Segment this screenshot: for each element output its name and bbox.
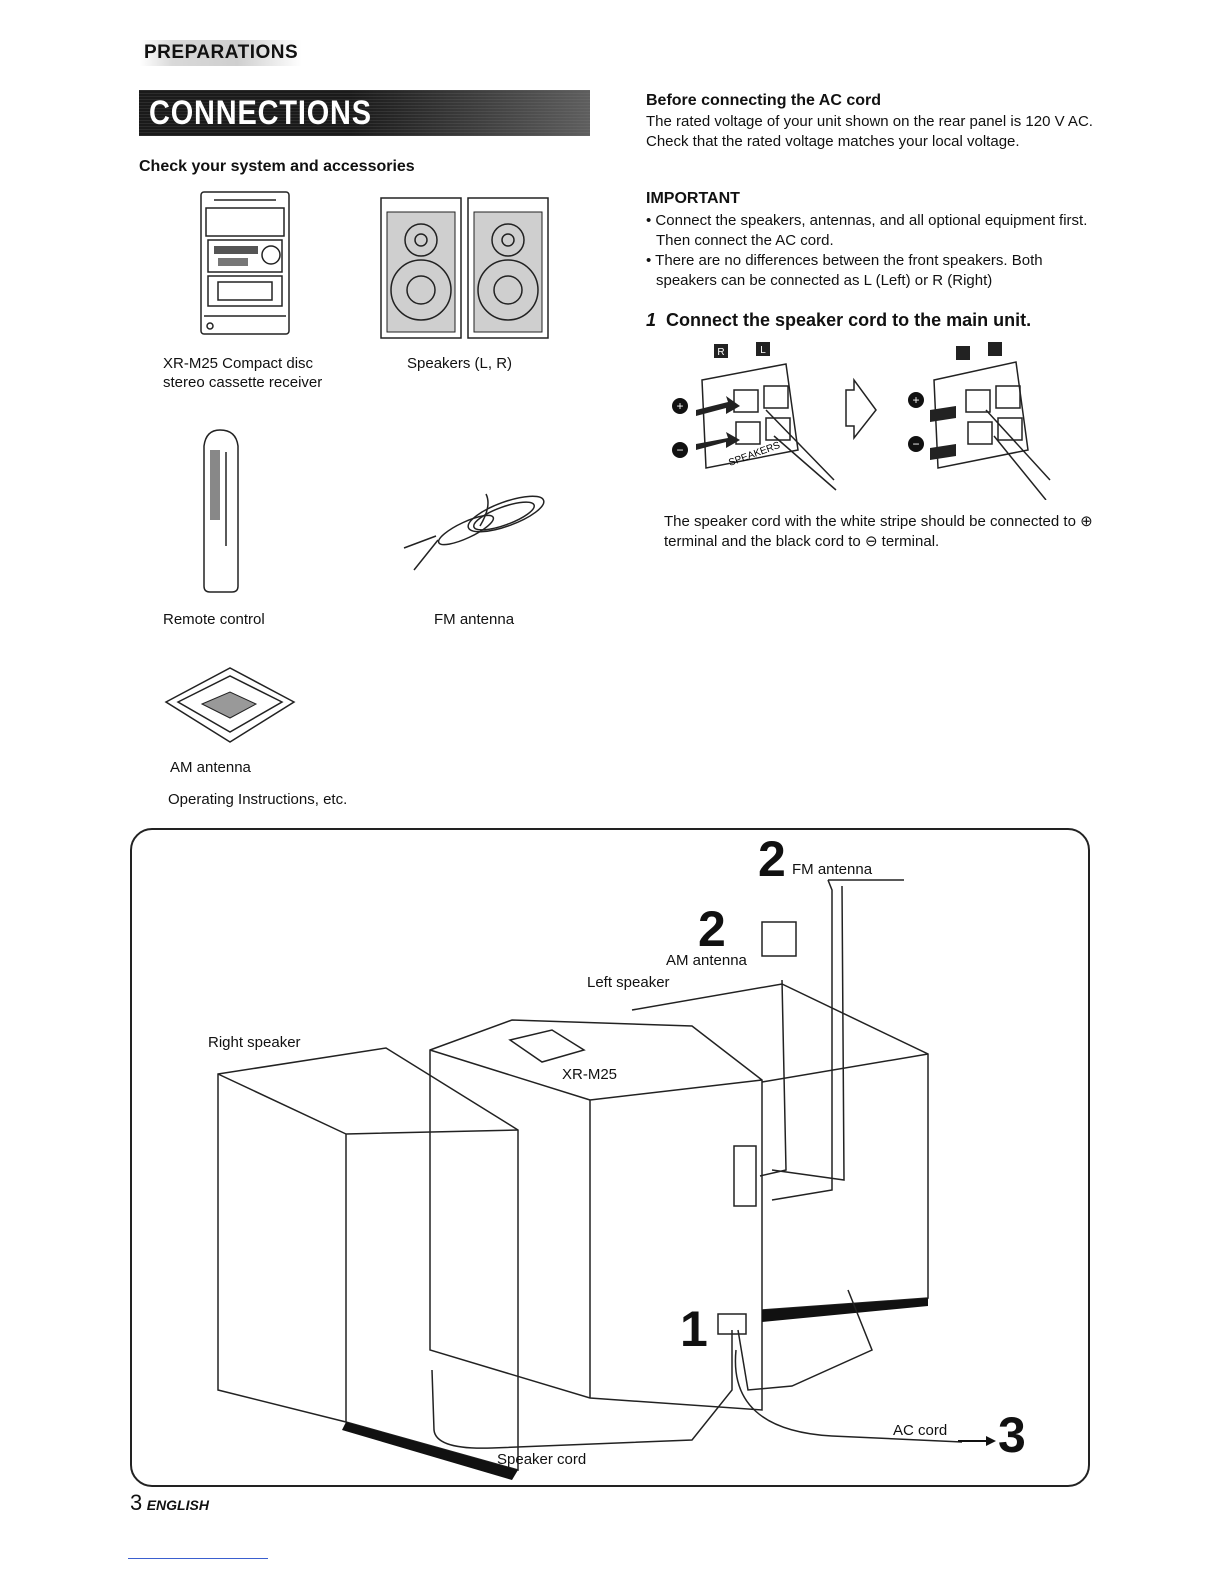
terminal-after: + −: [908, 342, 1051, 500]
left-speaker-label: Left speaker: [587, 974, 670, 991]
page-number: 3: [130, 1490, 143, 1515]
unit-label: XR-M25: [562, 1066, 618, 1083]
important-item-text: There are no differences between the fro…: [655, 252, 1043, 289]
caption-receiver: XR-M25 Compact disc stereo cassette rece…: [163, 355, 323, 391]
connection-diagram: [217, 879, 963, 1480]
section-label: PREPARATIONS: [140, 40, 303, 66]
fm-step-number: 2: [758, 831, 786, 887]
caption-instructions: Operating Instructions, etc.: [168, 791, 348, 808]
speakers-illustration: [380, 197, 549, 339]
am-antenna-label: AM antenna: [666, 952, 747, 969]
step1-note: The speaker cord with the white stripe s…: [664, 513, 1093, 550]
right-speaker-label: Right speaker: [208, 1034, 301, 1051]
caption-am-antenna: AM antenna: [170, 759, 251, 776]
svg-text:+: +: [912, 393, 919, 407]
page-footer: 3 ENGLISH: [130, 1490, 209, 1516]
ac-cord-heading: Before connecting the AC cord: [646, 92, 881, 109]
page-title: CONNECTIONS: [149, 94, 372, 132]
accessories-heading: Check your system and accessories: [139, 158, 415, 175]
ac-cord-label: AC cord: [893, 1422, 948, 1439]
ac-step-number: 3: [998, 1407, 1026, 1463]
caption-fm-antenna: FM antenna: [434, 611, 515, 628]
ac-cord-text: The rated voltage of your unit shown on …: [646, 113, 1093, 150]
important-list: • Connect the speakers, antennas, and al…: [646, 211, 1092, 291]
terminal-label-l: L: [760, 345, 766, 356]
caption-speakers: Speakers (L, R): [407, 355, 513, 372]
remote-illustration: [203, 429, 239, 593]
step1-number: 1: [646, 310, 657, 330]
terminal-label-r: R: [717, 347, 724, 358]
speaker-step-number: 1: [680, 1301, 708, 1357]
svg-text:+: +: [676, 399, 683, 413]
important-item-text: Connect the speakers, antennas, and all …: [655, 212, 1088, 249]
speaker-cord-label: Speaker cord: [497, 1451, 587, 1468]
language-label: ENGLISH: [146, 1497, 209, 1513]
step1-heading: 1 Connect the speaker cord to the main u…: [646, 310, 1031, 331]
important-item: • Connect the speakers, antennas, and al…: [646, 212, 1088, 249]
fm-antenna-label: FM antenna: [792, 861, 873, 878]
important-item: • There are no differences between the f…: [646, 252, 1043, 289]
caption-remote: Remote control: [163, 611, 265, 628]
am-step-number: 2: [698, 901, 726, 957]
svg-text:−: −: [676, 443, 683, 457]
banner-fade: [350, 90, 590, 136]
receiver-illustration: [200, 191, 290, 335]
fm-antenna-illustration: [403, 493, 545, 571]
terminal-illustration: R L + − SPEAKERS + −: [672, 342, 1051, 500]
arrow-right-icon: [958, 1436, 996, 1446]
connection-diagram-frame: [130, 828, 1090, 1487]
terminal-before: R L + − SPEAKERS: [672, 342, 837, 491]
svg-text:−: −: [912, 437, 919, 451]
step1-title: Connect the speaker cord to the main uni…: [666, 310, 1032, 330]
am-antenna-illustration: [164, 667, 296, 743]
important-heading: IMPORTANT: [646, 190, 740, 207]
title-banner: CONNECTIONS: [139, 90, 590, 136]
footer-rule: [128, 1558, 268, 1559]
